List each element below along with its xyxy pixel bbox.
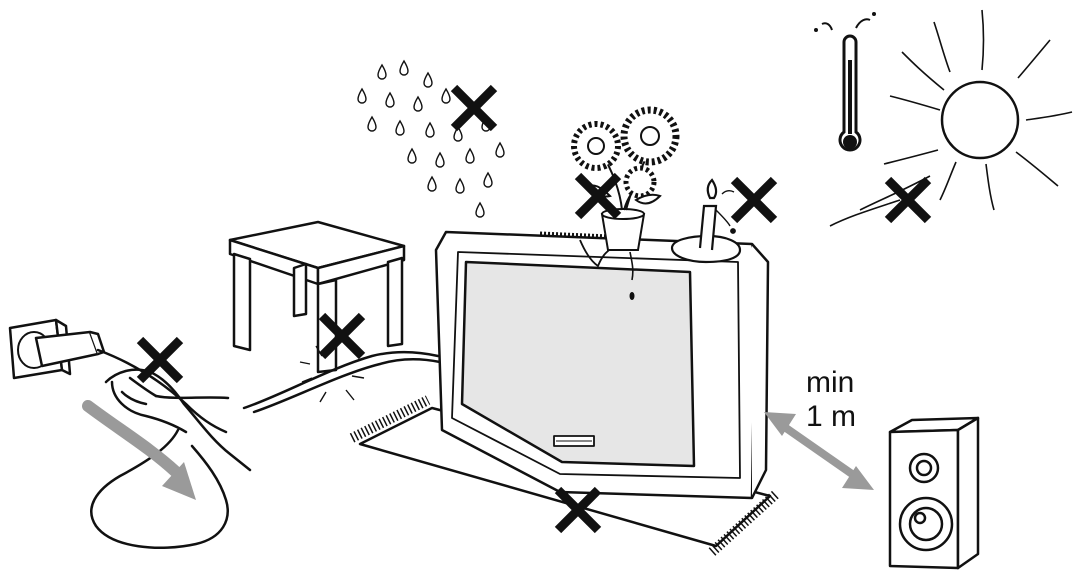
cross-plug bbox=[140, 340, 180, 380]
side-table-icon bbox=[228, 220, 406, 374]
flowers-vase-icon bbox=[571, 106, 680, 251]
cross-candle bbox=[734, 180, 774, 220]
pull-direction-arrow bbox=[82, 400, 196, 500]
cross-flowers bbox=[578, 176, 618, 216]
loudspeaker-icon bbox=[888, 416, 980, 570]
rain-drops-icon bbox=[357, 60, 505, 218]
wall-socket-icon bbox=[8, 318, 106, 380]
sun-icon bbox=[829, 9, 1073, 227]
distance-label-1m: 1 m bbox=[806, 400, 857, 433]
television-icon bbox=[434, 230, 770, 500]
distance-label-min: min bbox=[806, 366, 855, 399]
cross-sun bbox=[888, 180, 928, 220]
thermometer-icon bbox=[814, 12, 876, 152]
candle-icon bbox=[670, 178, 742, 264]
distance-arrow bbox=[764, 412, 874, 490]
cross-rain bbox=[454, 88, 494, 128]
hand-plug-icon bbox=[90, 348, 442, 549]
